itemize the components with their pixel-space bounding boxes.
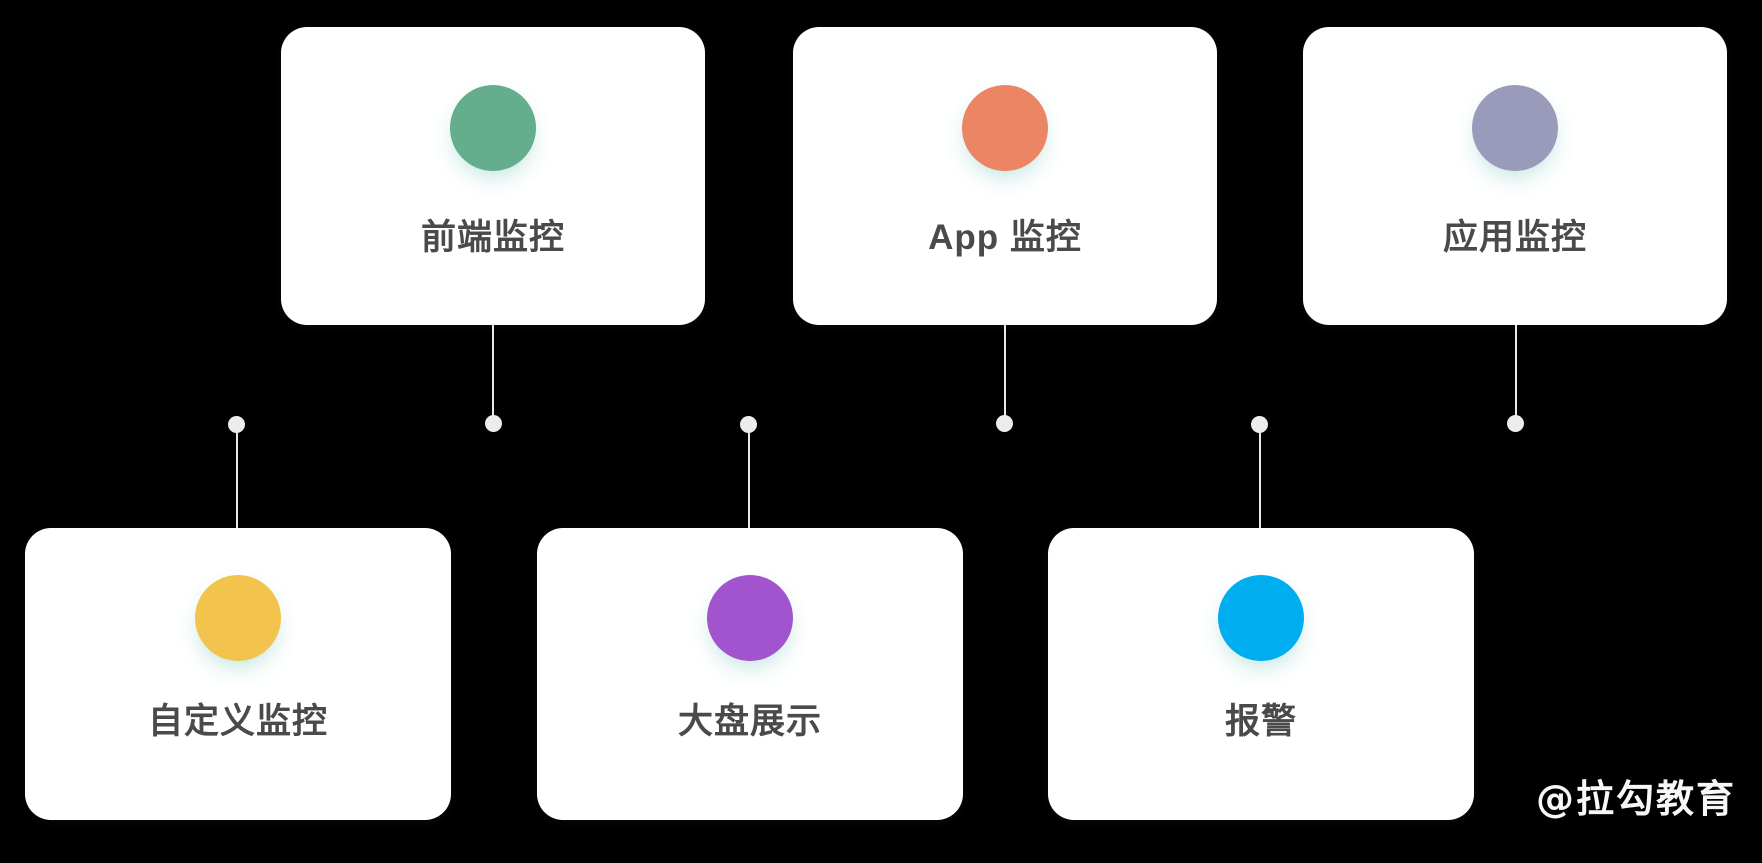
connector-dot-1 — [228, 416, 245, 433]
connector-line-6 — [1515, 322, 1517, 424]
card-label-custom-monitoring: 自定义监控 — [147, 702, 328, 741]
connector-dot-6 — [1507, 415, 1524, 432]
watermark-text: @拉勾教育 — [1535, 777, 1736, 821]
cyan-circle-icon — [1218, 575, 1304, 661]
card-alerting[interactable]: 报警 — [1048, 528, 1474, 820]
connector-line-3 — [748, 432, 750, 532]
connector-line-2 — [492, 322, 494, 424]
card-label-application-monitoring: 应用监控 — [1442, 218, 1587, 257]
card-dashboard-display[interactable]: 大盘展示 — [537, 528, 963, 820]
orange-circle-icon — [962, 85, 1048, 171]
card-label-frontend-monitoring: 前端监控 — [420, 218, 565, 257]
card-application-monitoring[interactable]: 应用监控 — [1303, 27, 1727, 325]
lavender-circle-icon — [1472, 85, 1558, 171]
connector-dot-4 — [996, 415, 1013, 432]
connector-dot-5 — [1251, 416, 1268, 433]
purple-circle-icon — [707, 575, 793, 661]
card-app-monitoring[interactable]: App 监控 — [793, 27, 1217, 325]
green-circle-icon — [450, 85, 536, 171]
card-custom-monitoring[interactable]: 自定义监控 — [25, 528, 451, 820]
card-label-alerting: 报警 — [1224, 702, 1297, 741]
connector-dot-3 — [740, 416, 757, 433]
connector-line-1 — [236, 432, 238, 532]
connector-line-4 — [1004, 322, 1006, 424]
yellow-circle-icon — [195, 575, 281, 661]
connector-line-5 — [1259, 432, 1261, 532]
card-label-dashboard-display: 大盘展示 — [677, 702, 822, 741]
connector-dot-2 — [485, 415, 502, 432]
card-label-app-monitoring: App 监控 — [928, 218, 1082, 257]
card-frontend-monitoring[interactable]: 前端监控 — [281, 27, 705, 325]
